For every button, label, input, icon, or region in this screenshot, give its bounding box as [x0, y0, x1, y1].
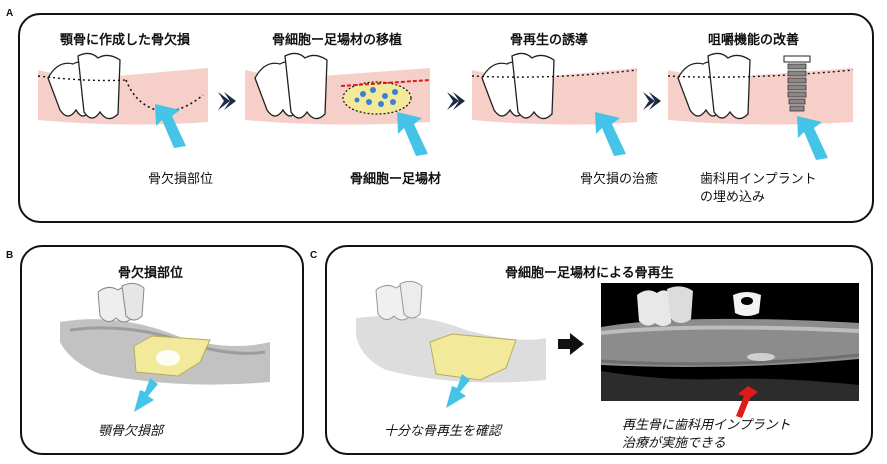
step1-title: 顎骨に作成した骨欠損	[60, 33, 191, 48]
step3-title: 骨再生の誘導	[510, 33, 589, 48]
panel-c-left-arrow-icon	[446, 374, 470, 408]
panel-c-label: C	[310, 250, 318, 261]
step2-arrow-icon	[397, 112, 428, 156]
panel-c-title: 骨細胞ー足場材による骨再生	[505, 266, 674, 281]
panel-b-title: 骨欠損部位	[118, 266, 184, 281]
chevron-right-icon	[218, 92, 236, 110]
step4-arrow-icon	[797, 116, 828, 160]
panel-b-label: B	[6, 250, 14, 261]
step2-title: 骨細胞ー足場材の移植	[272, 33, 403, 48]
arrow-right-icon	[558, 333, 584, 355]
panel-a-label: A	[6, 8, 14, 19]
panel-c-caption-right-line1: 再生骨に歯科用インプラント	[622, 418, 791, 433]
panel-b-arrow-icon	[134, 378, 158, 412]
step4-title: 咀嚼機能の改善	[708, 33, 800, 48]
panel-c-right-arrow-icon	[736, 386, 758, 418]
step1-caption: 骨欠損部位	[148, 172, 214, 187]
panel-c-caption-left: 十分な骨再生を確認	[384, 424, 502, 439]
panel-b-caption: 顎骨欠損部	[98, 424, 164, 439]
step1-illustration	[37, 52, 208, 125]
panel-c-right-ct-image	[600, 283, 860, 401]
panel-c-left-ct-image	[356, 280, 546, 383]
chevron-right-icon	[447, 92, 465, 110]
step1-arrow-icon	[155, 104, 186, 148]
step4-illustration	[667, 52, 854, 125]
step2-caption: 骨細胞ー足場材	[350, 172, 442, 187]
chevron-right-icon	[643, 92, 661, 110]
step3-illustration	[471, 52, 638, 125]
step4-caption-line2: の埋め込み	[700, 190, 766, 205]
step3-caption: 骨欠損の治癒	[580, 172, 659, 187]
step3-arrow-icon	[595, 112, 626, 156]
panel-c-caption-right-line2: 治療が実施できる	[622, 436, 726, 451]
step4-caption-line1: 歯科用インプラント	[700, 172, 817, 187]
step2-illustration	[245, 52, 431, 125]
panel-b-ct-image	[60, 282, 270, 385]
